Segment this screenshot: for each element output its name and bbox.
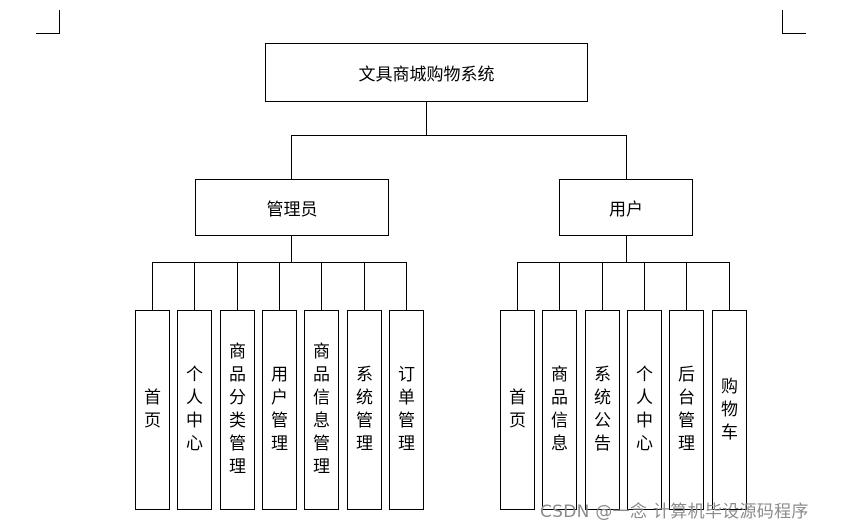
connector: [279, 262, 281, 310]
connector: [626, 236, 628, 263]
module-label: 购 物 车: [721, 376, 738, 443]
role-node-label: 管理员: [266, 200, 318, 220]
user-module-node: 后 台 管 理: [669, 310, 704, 510]
role-node-admin: 管理员: [195, 179, 389, 236]
connector: [559, 262, 561, 310]
module-label: 商 品 信 息: [551, 365, 568, 454]
connector: [686, 262, 688, 310]
module-label: 系 统 管 理: [356, 365, 373, 454]
page-corner-mark: [36, 33, 60, 34]
module-label: 用 户 管 理: [271, 365, 288, 454]
module-label: 后 台 管 理: [678, 365, 695, 454]
connector: [626, 135, 628, 180]
connector: [152, 262, 154, 310]
module-label: 首 页: [144, 388, 161, 431]
connector: [321, 262, 323, 310]
user-module-node: 系 统 公 告: [585, 310, 620, 510]
admin-module-node: 系 统 管 理: [347, 310, 382, 510]
watermark: CSDN @一念 计算机毕设源码程序: [540, 502, 809, 522]
page-corner-mark: [782, 33, 806, 34]
connector: [194, 262, 196, 310]
admin-module-node: 个 人 中 心: [177, 310, 212, 510]
connector: [517, 262, 730, 264]
module-label: 系 统 公 告: [594, 365, 611, 454]
module-label: 个 人 中 心: [636, 365, 653, 454]
user-module-node: 购 物 车: [712, 310, 747, 510]
module-label: 首 页: [509, 388, 526, 431]
connector: [364, 262, 366, 310]
connector: [426, 102, 428, 136]
connector: [644, 262, 646, 310]
root-node-label: 文具商城购物系统: [358, 65, 495, 85]
role-node-user: 用户: [559, 179, 693, 236]
module-label: 商 品 信 息 管 理: [313, 342, 330, 477]
connector: [602, 262, 604, 310]
module-label: 订 单 管 理: [398, 365, 415, 454]
user-module-node: 商 品 信 息: [542, 310, 577, 510]
admin-module-node: 商 品 分 类 管 理: [220, 310, 255, 510]
admin-module-node: 首 页: [135, 310, 170, 510]
connector: [291, 135, 627, 137]
connector: [237, 262, 239, 310]
user-module-node: 个 人 中 心: [627, 310, 662, 510]
connector: [291, 236, 293, 263]
connector: [729, 262, 731, 310]
role-node-label: 用户: [609, 200, 643, 220]
module-label: 个 人 中 心: [186, 365, 203, 454]
connector: [291, 135, 293, 180]
admin-module-node: 用 户 管 理: [262, 310, 297, 510]
connector: [517, 262, 519, 310]
root-node: 文具商城购物系统: [265, 43, 588, 102]
admin-module-node: 订 单 管 理: [389, 310, 424, 510]
module-label: 商 品 分 类 管 理: [229, 342, 246, 477]
connector: [406, 262, 408, 310]
user-module-node: 首 页: [500, 310, 535, 510]
admin-module-node: 商 品 信 息 管 理: [304, 310, 339, 510]
page-corner-mark: [59, 10, 60, 33]
page-corner-mark: [782, 10, 783, 33]
